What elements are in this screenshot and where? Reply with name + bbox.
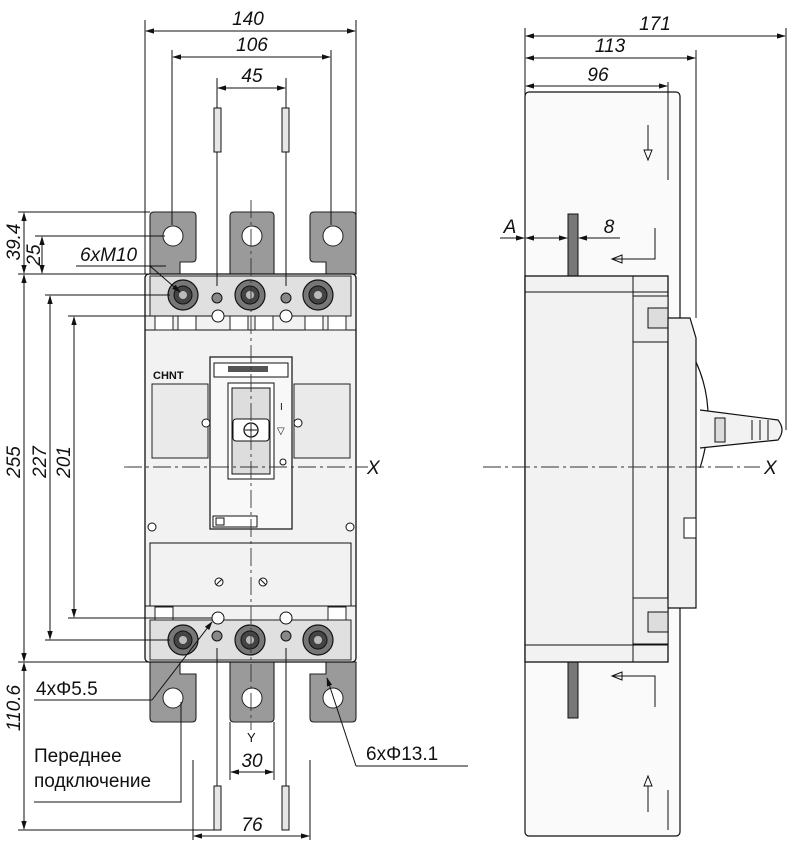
side-busbar-top: [567, 213, 579, 277]
axis-x-label-front: X: [366, 458, 381, 479]
axis-x-label-side: X: [763, 458, 778, 479]
axis-y-label: Y: [247, 730, 256, 745]
cover-arrows: [610, 125, 656, 812]
side-busbar-bottom: [567, 661, 579, 719]
dim-30: 30: [241, 751, 263, 772]
left-panel: [151, 383, 209, 459]
dimensions-left: [18, 211, 216, 831]
dimensions-bottom: [192, 722, 311, 840]
lower-mount-screws: [214, 577, 268, 587]
bottom-terminal-plates: [149, 661, 357, 723]
off-mark: ▽: [277, 426, 285, 437]
side-handle: [695, 361, 783, 469]
terminal-screws-top: [167, 279, 334, 323]
dim-A: A: [503, 217, 517, 238]
dim-201: 201: [54, 446, 75, 479]
dim-25: 25: [24, 244, 45, 267]
bottom-busbars: [213, 648, 290, 831]
dim-227: 227: [30, 445, 51, 479]
dim-8: 8: [604, 217, 615, 238]
front-connection-label-2: подключение: [34, 771, 151, 792]
dimensions-top: [144, 20, 357, 274]
dim-76: 76: [241, 815, 263, 836]
right-panel: [293, 383, 351, 459]
dim-45: 45: [241, 66, 263, 87]
terminal-holes-label: 6xΦ13.1: [366, 744, 438, 765]
dimensions-side-top: [500, 28, 787, 430]
thread-spec-label: 6xM10: [80, 245, 137, 266]
dim-113: 113: [595, 36, 626, 57]
brand-logo: CHNT: [153, 370, 184, 382]
dim-171: 171: [639, 14, 671, 35]
side-front-cover: [667, 317, 697, 609]
terminal-screws-bottom: [167, 611, 334, 656]
front-view: CHNT I ▽ X Y: [4, 9, 468, 840]
mount-holes-label: 4xΦ5.5: [36, 679, 98, 700]
front-connection-label-1: Переднее: [34, 746, 122, 767]
lower-cover: [149, 542, 352, 607]
dim-96: 96: [587, 65, 609, 86]
dim-255: 255: [4, 446, 25, 479]
on-mark: I: [280, 402, 283, 413]
dim-140: 140: [232, 9, 264, 30]
rating-dial-ticks: [228, 366, 268, 372]
dim-110-6: 110.6: [4, 685, 25, 732]
dim-106: 106: [236, 35, 268, 56]
side-view: X 171 113 96 A 8: [483, 14, 787, 837]
top-terminal-plates: [149, 211, 357, 275]
dim-39-4: 39.4: [4, 224, 25, 261]
